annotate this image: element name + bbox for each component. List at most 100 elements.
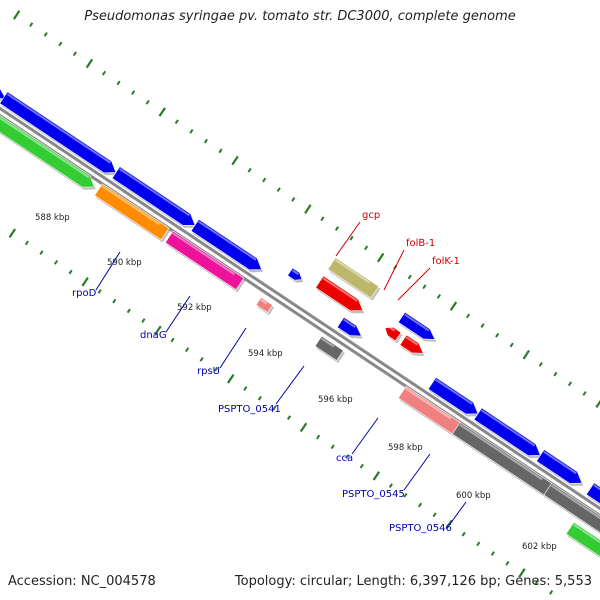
kbp-tick-label: 590 kbp (107, 258, 142, 268)
ruler-tick (538, 362, 543, 367)
ruler-tick (320, 216, 325, 222)
ruler-tick (189, 129, 194, 134)
ruler-tick (53, 259, 59, 265)
gene-label-rpod[interactable]: rpoD (72, 251, 121, 299)
kbp-tick-label: 588 kbp (35, 213, 70, 223)
ruler-tick (154, 325, 162, 336)
ruler-tick (490, 551, 495, 556)
gene-label-rpsu[interactable]: rpsU (197, 327, 247, 377)
gene-label-pspto-0545[interactable]: PSPTO_0545 (342, 453, 431, 500)
rpsu-gene (255, 296, 275, 316)
ruler-tick (345, 454, 350, 459)
gene-label-cca[interactable]: cca (336, 417, 379, 464)
gene-name[interactable]: PSPTO_0545 (342, 489, 405, 500)
leader-line (275, 365, 305, 405)
gene-labels: gcp folB-1 folK-1 rpoD dnaG rpsU PSPTO_0541cca… (72, 210, 467, 534)
gene-label-gcp[interactable]: gcp (335, 210, 380, 257)
ruler-tick (12, 10, 21, 20)
gene-name[interactable]: gcp (362, 210, 380, 221)
ruler-tick (68, 269, 73, 275)
ruler-tick (417, 502, 423, 508)
leader-line (219, 327, 247, 369)
ruler-tick (227, 374, 235, 384)
ruler-tick (582, 391, 587, 396)
ruler-tick (359, 463, 364, 469)
ruler-tick (349, 235, 354, 241)
ruler-tick (316, 434, 321, 440)
gene-block (287, 267, 304, 283)
leader-line (95, 251, 121, 291)
ruler-tick (126, 308, 131, 314)
ruler-tick (218, 148, 223, 154)
gene-label-folb-1[interactable]: folB-1 (383, 238, 435, 291)
ruler-tick (291, 196, 296, 202)
ruler-tick (372, 471, 381, 481)
leader-line (351, 417, 379, 455)
gcp-gene (327, 257, 381, 301)
kbp-tick-label: 600 kbp (456, 491, 491, 501)
gene-block (0, 91, 118, 176)
ruler-tick (43, 31, 48, 37)
dnag-gene (164, 230, 246, 293)
gene-block (111, 166, 197, 228)
ruler-tick (567, 381, 573, 387)
gene-label-pspto-0546[interactable]: PSPTO_0546 (389, 501, 467, 534)
inner-ruler-track (8, 228, 567, 600)
ruler-tick (376, 252, 385, 263)
dotted-ruler-tracks (8, 10, 600, 600)
ruler-tick (85, 58, 94, 69)
kbp-tick-label: 602 kbp (522, 542, 557, 552)
folb-1-gene (384, 325, 403, 344)
kbp-tick-label: 596 kbp (318, 395, 353, 405)
gene-name[interactable]: folK-1 (432, 256, 460, 267)
gene-block (585, 482, 600, 506)
ruler-tick (465, 313, 471, 319)
gene-block (336, 316, 363, 339)
ruler-tick (480, 323, 485, 328)
gene-name[interactable]: rpoD (72, 288, 97, 299)
gene-name[interactable]: folB-1 (406, 238, 435, 249)
gene-name[interactable]: PSPTO_0546 (389, 523, 452, 534)
ruler-tick (24, 240, 29, 246)
gene-block (427, 377, 480, 417)
ruler-tick (388, 483, 393, 488)
ruler-tick (262, 177, 267, 183)
ruler-tick (231, 155, 239, 166)
ruler-tick (243, 386, 248, 391)
kbp-tick-label: 594 kbp (248, 349, 283, 359)
gene-label-dnag[interactable]: dnaG (140, 295, 191, 341)
ruler-tick (97, 289, 102, 294)
ruler-tick (436, 294, 441, 299)
feature-track (0, 88, 600, 558)
ruler-tick (509, 342, 514, 348)
ruler-tick (141, 318, 146, 323)
kbp-tick-label: 592 kbp (177, 303, 212, 313)
ruler-tick (403, 492, 408, 498)
ruler-tick (461, 531, 466, 537)
gene-name[interactable]: dnaG (140, 330, 167, 341)
ruler-tick (72, 51, 77, 57)
kbp-tick-label: 598 kbp (388, 443, 423, 453)
gene-block (535, 449, 584, 486)
gene-name[interactable]: PSPTO_0541 (218, 404, 281, 415)
ruler-tick (334, 226, 340, 231)
ruler-tick (549, 589, 554, 595)
leader-line (165, 295, 191, 333)
ruler-tick (170, 337, 175, 343)
ruler-tick (299, 422, 308, 433)
leader-line (335, 221, 361, 257)
leader-line (449, 501, 467, 525)
gene-label-pspto-0541[interactable]: PSPTO_0541 (218, 365, 305, 415)
ruler-tick (145, 99, 150, 105)
gene-block (397, 311, 437, 342)
ruler-tick (449, 301, 458, 311)
ruler-tick (203, 138, 208, 144)
gene-name[interactable]: cca (336, 453, 353, 464)
gcp-arrow (315, 275, 365, 314)
leader-line (383, 249, 405, 291)
gene-name[interactable]: rpsU (197, 366, 220, 377)
ruler-tick (116, 80, 121, 86)
gene-label-folk-1[interactable]: folK-1 (397, 256, 460, 301)
